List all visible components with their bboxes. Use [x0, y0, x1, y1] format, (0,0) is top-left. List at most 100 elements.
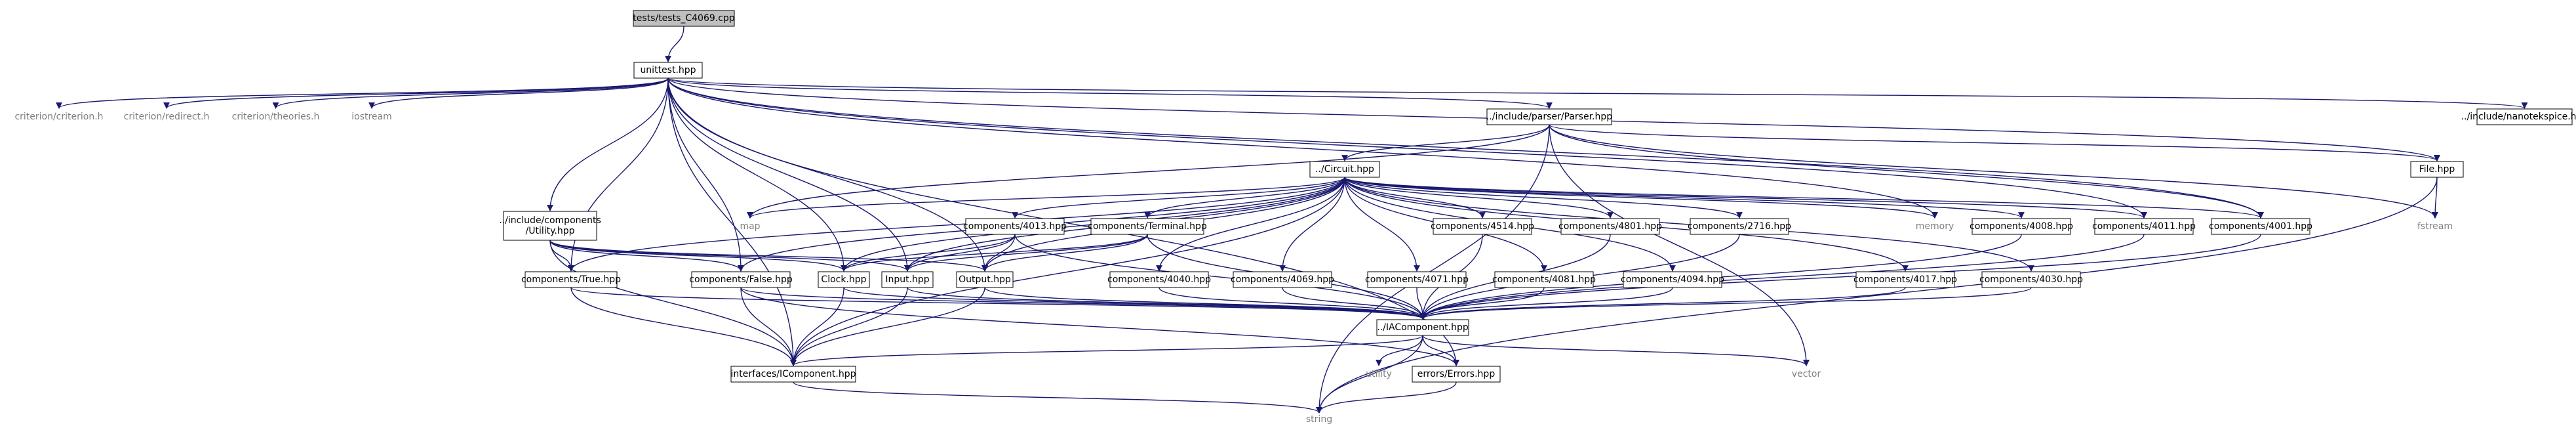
node-c4008[interactable]: components/4008.hpp [1970, 218, 2073, 235]
node-c4069[interactable]: components/4069.hpp [1231, 271, 1334, 288]
node-icomp[interactable]: interfaces/IComponent.hpp [730, 366, 856, 383]
node-unittest[interactable]: unittest.hpp [633, 62, 703, 79]
node-c4514[interactable]: components/4514.hpp [1431, 218, 1534, 235]
node-box-parser [1486, 108, 1612, 125]
node-box-terminal [1090, 218, 1204, 235]
node-c4030[interactable]: components/4030.hpp [1979, 271, 2083, 288]
edge-circuit-to-c4514 [1344, 177, 1486, 219]
edge-c4081-to-iacomp [1419, 287, 1545, 320]
node-terminal[interactable]: components/Terminal.hpp [1088, 218, 1207, 235]
node-iacomp[interactable]: ../IAComponent.hpp [1376, 319, 1469, 336]
edge-parser-to-filehpp [1549, 124, 2440, 161]
node-ctrue[interactable]: components/True.hpp [521, 271, 621, 288]
node-c4001[interactable]: components/4001.hpp [2209, 218, 2312, 235]
node-theories: criterion/theories.h [232, 112, 320, 122]
node-label-redirect: criterion/redirect.h [124, 112, 210, 122]
edge-unittest-to-parser [667, 77, 1553, 109]
node-c4081[interactable]: components/4081.hpp [1492, 271, 1596, 288]
edge-unittest-to-ctrue [568, 77, 669, 272]
node-c4017[interactable]: components/4017.hpp [1853, 271, 1957, 288]
node-parser[interactable]: ../include/parser/Parser.hpp [1486, 108, 1612, 125]
edge-utility_hpp-to-icomp [549, 240, 797, 366]
edge-utility_hpp-to-input [549, 240, 911, 272]
node-c4071[interactable]: components/4071.hpp [1365, 271, 1469, 288]
edge-parser-to-c4001 [1549, 124, 2264, 219]
edge-circuit-to-c4013 [1012, 177, 1345, 219]
node-label-c4514: components/4514.hpp [1431, 221, 1534, 232]
edge-terminal-to-output [981, 234, 1148, 272]
edge-c4001-to-iacomp [1419, 234, 2261, 320]
node-label-unittest: unittest.hpp [640, 65, 696, 75]
node-label-c4094: components/4094.hpp [1621, 274, 1724, 285]
edge-filehpp-to-fstream [2432, 177, 2438, 219]
node-box-c4008 [1972, 218, 2071, 235]
node-utility: utility [1366, 369, 1392, 379]
edge-input-to-iacomp [907, 287, 1426, 320]
edge-iacomp-to-icomp [790, 335, 1423, 366]
node-label-c4040: components/4040.hpp [1107, 274, 1211, 285]
edge-circuit-to-c4801 [1344, 177, 1614, 219]
node-label-circuit: ../Circuit.hpp [1315, 164, 1374, 175]
node-c4013[interactable]: components/4013.hpp [963, 218, 1067, 235]
edge-utility_hpp-to-cfalse [549, 240, 744, 272]
edge-utility_hpp-to-clock [549, 240, 847, 272]
node-root[interactable]: tests/tests_C4069.cpp [633, 10, 735, 27]
edge-circuit-to-icomp [790, 177, 1345, 366]
node-label-utility_hpp-line1: /Utility.hpp [526, 226, 575, 236]
edge-input-to-icomp [790, 287, 908, 366]
node-label-fstream: fstream [2417, 221, 2453, 232]
node-output[interactable]: Output.hpp [956, 271, 1014, 288]
node-box-c4801 [1560, 218, 1660, 235]
edge-errors-to-string [1316, 381, 1457, 414]
node-c2716[interactable]: components/2716.hpp [1688, 218, 1791, 235]
edge-ctrue-to-icomp [570, 287, 797, 366]
edge-circuit-to-memory [1344, 177, 1938, 219]
node-box-errors [1412, 366, 1501, 383]
node-label-utility_hpp-line0: ../include/components [499, 215, 601, 226]
node-c4040[interactable]: components/4040.hpp [1107, 271, 1211, 288]
node-box-utility_hpp [503, 211, 597, 241]
node-label-iostream: iostream [351, 112, 392, 122]
node-clock[interactable]: Clock.hpp [818, 271, 870, 288]
edge-cfalse-to-icomp [740, 287, 797, 366]
node-label-cfalse: components/False.hpp [689, 274, 793, 285]
edge-cfalse-to-errors [740, 287, 1459, 366]
edge-unittest-to-c4011 [667, 77, 2147, 219]
node-label-map: map [740, 221, 760, 232]
node-box-cfalse [691, 271, 791, 288]
node-c4011[interactable]: components/4011.hpp [2092, 218, 2196, 235]
node-c4094[interactable]: components/4094.hpp [1621, 271, 1724, 288]
node-label-c4011: components/4011.hpp [2092, 221, 2196, 232]
edge-c4094-to-iacomp [1419, 287, 1673, 320]
node-label-c4071: components/4071.hpp [1365, 274, 1469, 285]
edge-unittest-to-memory [667, 77, 1938, 219]
node-box-clock [818, 271, 870, 288]
node-cfalse[interactable]: components/False.hpp [689, 271, 793, 288]
node-box-c4069 [1233, 271, 1332, 288]
node-box-unittest [633, 62, 703, 79]
node-utility_hpp[interactable]: ../include/components/Utility.hpp [499, 211, 601, 241]
edge-c4030-to-iacomp [1419, 287, 2032, 320]
edge-unittest-to-input [667, 77, 911, 272]
edge-parser-to-circuit [1341, 124, 1550, 161]
node-label-iacomp: ../IAComponent.hpp [1377, 322, 1469, 333]
node-label-root: tests/tests_C4069.cpp [633, 13, 735, 24]
node-nanotek[interactable]: ../include/nanotekspice.hpp [2461, 108, 2576, 125]
edge-cfalse-to-iacomp [740, 287, 1426, 320]
edge-unittest-to-criterion [56, 77, 669, 109]
node-label-string: string [1306, 414, 1332, 425]
node-filehpp[interactable]: File.hpp [2410, 161, 2464, 178]
node-errors[interactable]: errors/Errors.hpp [1412, 366, 1501, 383]
node-box-c4011 [2094, 218, 2194, 235]
node-label-c4081: components/4081.hpp [1492, 274, 1596, 285]
node-circuit[interactable]: ../Circuit.hpp [1309, 161, 1380, 178]
node-label-vector: vector [1792, 369, 1821, 379]
edge-circuit-to-c4011 [1344, 177, 2147, 219]
edge-unittest-to-icomp [667, 77, 797, 366]
node-c4801[interactable]: components/4801.hpp [1558, 218, 1662, 235]
node-input[interactable]: Input.hpp [881, 271, 934, 288]
edge-c4013-to-clock [841, 234, 1016, 272]
edge-circuit-to-c4040 [1156, 177, 1345, 272]
node-label-c4069: components/4069.hpp [1231, 274, 1334, 285]
